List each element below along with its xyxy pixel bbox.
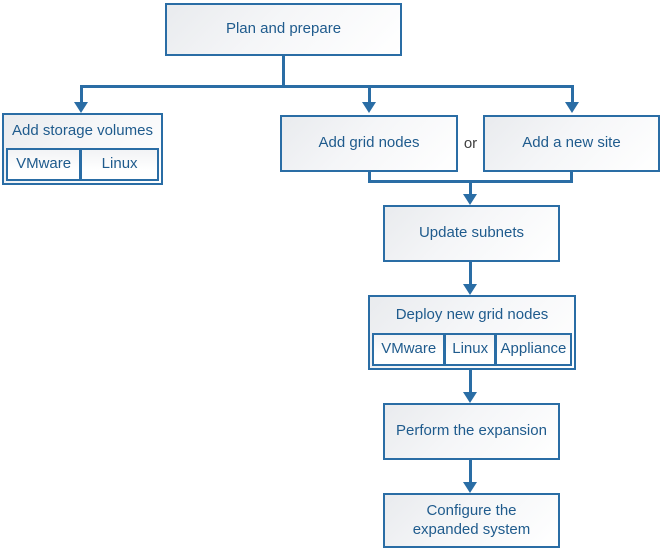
arrowhead-into-deploy [463, 284, 477, 295]
node-update-subnets-label: Update subnets [418, 224, 525, 242]
arrowhead-into-grid-nodes [362, 102, 376, 113]
node-perform-the-expansion: Perform the expansion [383, 403, 560, 460]
arrowhead-into-configure [463, 482, 477, 493]
deploy-platform-row: VMware Linux Appliance [370, 333, 574, 368]
platform-cell-vmware: VMware [6, 148, 82, 181]
node-update-subnets: Update subnets [383, 205, 560, 262]
node-add-storage-volumes-header: Add storage volumes [4, 115, 161, 148]
node-configure-expanded-system: Configure the expanded system [383, 493, 560, 548]
storage-platform-row: VMware Linux [4, 148, 161, 183]
arrowhead-into-update-subnets [463, 194, 477, 205]
connector-new-site-exit [570, 171, 573, 182]
node-perform-label: Perform the expansion [396, 422, 547, 440]
node-add-a-new-site: Add a new site [483, 115, 660, 172]
connector-drop-storage [80, 85, 83, 103]
node-add-storage-volumes: Add storage volumes VMware Linux [2, 113, 163, 185]
node-plan-and-prepare: Plan and prepare [165, 3, 402, 56]
arrowhead-into-new-site [565, 102, 579, 113]
or-label: or [463, 134, 478, 152]
connector-drop-grid-nodes [368, 85, 371, 103]
connector-drop-new-site [571, 85, 574, 103]
platform-cell-linux-deploy: Linux [444, 333, 496, 366]
node-deploy-label: Deploy new grid nodes [395, 305, 549, 323]
node-deploy-header: Deploy new grid nodes [370, 297, 574, 333]
platform-linux-label: Linux [101, 155, 138, 173]
node-configure-label-line2: expanded system [412, 520, 531, 538]
connector-branch-horizontal [80, 85, 573, 88]
platform-linux-deploy-label: Linux [452, 340, 489, 358]
node-add-grid-nodes: Add grid nodes [280, 115, 458, 172]
platform-vmware-label: VMware [16, 155, 72, 173]
platform-cell-linux: Linux [80, 148, 159, 181]
connector-update-to-deploy [469, 261, 472, 285]
connector-drop-update-subnets [469, 180, 472, 195]
arrowhead-into-perform [463, 392, 477, 403]
connector-grid-nodes-exit [368, 171, 371, 182]
platform-cell-vmware-deploy: VMware [372, 333, 446, 366]
arrowhead-into-storage [74, 102, 88, 113]
node-deploy-new-grid-nodes: Deploy new grid nodes VMware Linux Appli… [368, 295, 576, 370]
connector-plan-down [282, 55, 285, 87]
platform-vmware-deploy-label: VMware [381, 340, 437, 358]
node-add-a-new-site-label: Add a new site [522, 134, 621, 152]
platform-appliance-deploy-label: Appliance [500, 340, 567, 358]
node-add-grid-nodes-label: Add grid nodes [318, 134, 420, 152]
node-configure-label-line1: Configure the [426, 501, 517, 519]
node-add-storage-volumes-label: Add storage volumes [12, 122, 153, 140]
node-plan-and-prepare-label: Plan and prepare [225, 20, 342, 38]
connector-perform-to-configure [469, 459, 472, 483]
connector-deploy-to-perform [469, 369, 472, 393]
platform-cell-appliance-deploy: Appliance [494, 333, 572, 366]
